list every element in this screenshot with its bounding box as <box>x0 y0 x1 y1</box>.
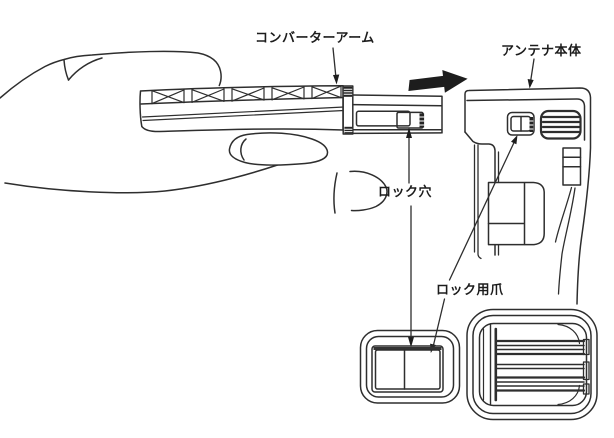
arm-mid-line-2 <box>142 109 345 122</box>
claw-ribs <box>495 339 586 392</box>
converter-arm-body <box>139 85 344 133</box>
hand-thumb <box>228 132 388 214</box>
antenna-body-label: アンテナ本体 <box>501 43 582 58</box>
insertion-direction-arrow <box>408 70 468 93</box>
thumb-nail <box>240 138 247 161</box>
lock-claw-down-leader <box>432 298 446 349</box>
ribbed-knob <box>539 109 582 140</box>
antenna-body-step <box>464 131 496 256</box>
converter-arm <box>139 85 443 135</box>
slot-top-shadow <box>373 347 442 350</box>
antenna-body-inner-edge <box>466 98 586 141</box>
cable-line-2 <box>557 187 576 295</box>
hand-finger-ridge <box>67 57 103 81</box>
arm-mid-line-1 <box>141 106 345 118</box>
arm-end-cap <box>342 85 354 135</box>
truss-bottom-line <box>140 96 344 105</box>
converter-arm-rod <box>352 94 443 135</box>
thumb-outline <box>228 132 329 166</box>
callout-arrows <box>332 47 535 353</box>
lock-claw-up-leader <box>448 140 516 281</box>
side-panel-rect <box>562 147 582 186</box>
lock-hole-label: ロック穴 <box>378 184 433 199</box>
claw-right-tabs <box>582 338 590 395</box>
lock-hole-serration <box>419 113 425 128</box>
hand-top-contour <box>0 50 222 99</box>
mount-protrusion <box>487 181 545 246</box>
lock-claw-label: ロック用爪 <box>436 282 504 297</box>
hand-finger-notch <box>63 59 70 81</box>
curled-finger-line <box>333 172 338 214</box>
antenna-body <box>464 87 592 305</box>
cable-line-1 <box>554 186 573 243</box>
converter-arm-leader <box>332 47 337 77</box>
lock-claw-detail <box>466 308 598 421</box>
cap-serration-bottom <box>344 126 353 134</box>
rod-slot <box>355 110 411 127</box>
converter-arm-label: コンバーターアーム <box>255 30 375 45</box>
lock-claw-button <box>506 111 535 136</box>
claw-corner-arcs <box>557 323 581 406</box>
antenna-body-leader <box>530 58 535 81</box>
curled-finger-tip <box>349 170 388 212</box>
antenna-body-outline <box>464 87 592 305</box>
truss-x-pattern <box>151 85 342 105</box>
lock-hole-detail <box>359 329 461 404</box>
